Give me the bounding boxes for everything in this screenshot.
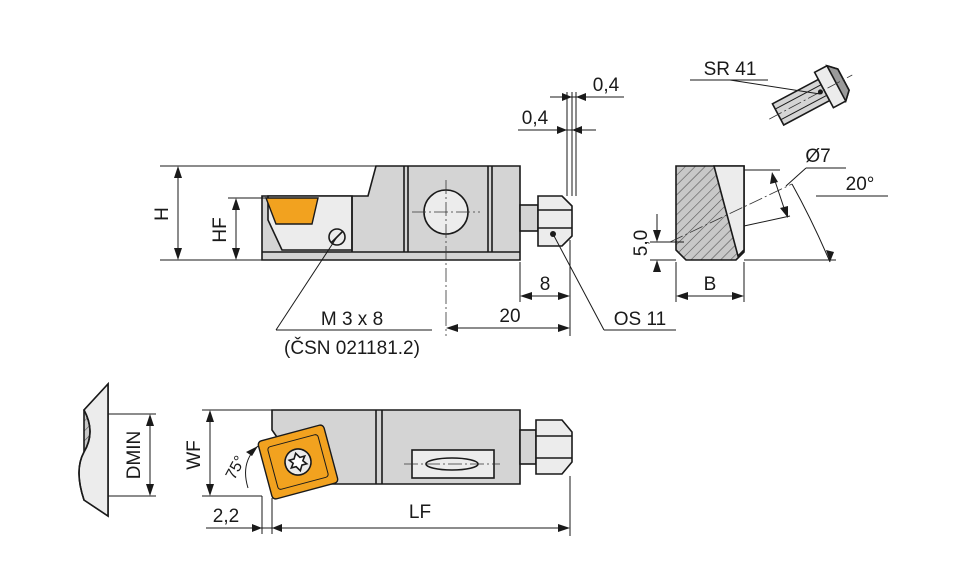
bore-detail: DMIN (78, 381, 156, 518)
section-view: 5,0 B Ø7 20° (631, 146, 888, 302)
label-height-5: 5,0 (631, 230, 652, 256)
label-hf: HF (210, 217, 231, 242)
label-sr: SR 41 (704, 59, 757, 80)
label-dmin: DMIN (124, 431, 145, 480)
label-clamp-screw: M 3 x 8 (321, 309, 383, 330)
label-dim-8: 8 (540, 274, 551, 295)
top-view: WF 75° 2,2 LF (184, 409, 573, 536)
torx-icon (287, 451, 309, 473)
label-angle-top: 20° (846, 174, 875, 195)
insert-top (257, 424, 339, 500)
label-wf: WF (184, 440, 205, 470)
section-bore (712, 165, 745, 258)
coolant-nut-body (519, 204, 539, 232)
coolant-nut-hex (537, 195, 573, 247)
label-angle-insert: 75° (223, 453, 249, 482)
label-diameter: Ø7 (805, 146, 830, 167)
label-gap-b: 0,4 (522, 108, 549, 129)
label-b: B (704, 274, 717, 295)
label-lf: LF (409, 502, 431, 523)
label-h: H (152, 207, 173, 221)
label-dim-20: 20 (499, 306, 520, 327)
screw-detail (769, 64, 853, 127)
coolant-nut-top-body (519, 429, 537, 465)
side-view: H HF M 3 x 8 (ČSN 021181.2) 20 8 OS 11 (152, 75, 676, 359)
label-gap-a: 0,4 (593, 75, 620, 96)
label-dim-2-2: 2,2 (213, 506, 239, 527)
label-coolant-nut: OS 11 (614, 309, 666, 330)
label-clamp-standard: (ČSN 021181.2) (284, 337, 420, 359)
insert-side (264, 197, 319, 225)
